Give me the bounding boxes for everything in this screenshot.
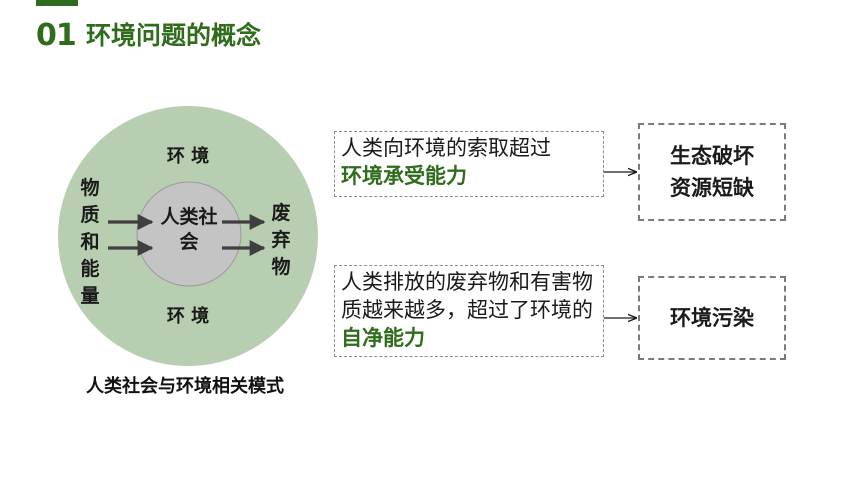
section-number: 01 (36, 18, 77, 53)
human-society-circle (136, 181, 242, 287)
human-society-label: 人类社会 (160, 206, 218, 253)
statement-highlight: 环境承受能力 (341, 164, 467, 188)
environment-label-bottom: 环 境 (166, 306, 210, 327)
environment-label-top: 环 境 (166, 146, 210, 167)
header-accent-bar (36, 0, 78, 6)
statement-waste-emission: 人类排放的废弃物和有害物质越来越多，超过了环境的自净能力 (334, 265, 604, 357)
waste-label: 废弃物 (271, 202, 291, 278)
statement-text: 人类排放的废弃物和有害物质越来越多，超过了环境的 (341, 270, 593, 322)
statement-resource-demand: 人类向环境的索取超过环境承受能力 (334, 131, 604, 197)
result-line: 环境污染 (670, 306, 754, 330)
result-line: 资源短缺 (670, 176, 754, 200)
statement-highlight: 自净能力 (341, 326, 425, 350)
result-environmental-pollution: 环境污染 (638, 276, 786, 360)
result-ecological-damage: 生态破坏 资源短缺 (638, 123, 786, 221)
page-title: 环境问题的概念 (86, 21, 262, 50)
matter-energy-label: 物质和能量 (80, 177, 100, 307)
diagram-caption: 人类社会与环境相关模式 (86, 376, 284, 397)
result-line: 生态破坏 (670, 144, 754, 168)
statement-text: 人类向环境的索取超过 (341, 136, 551, 160)
